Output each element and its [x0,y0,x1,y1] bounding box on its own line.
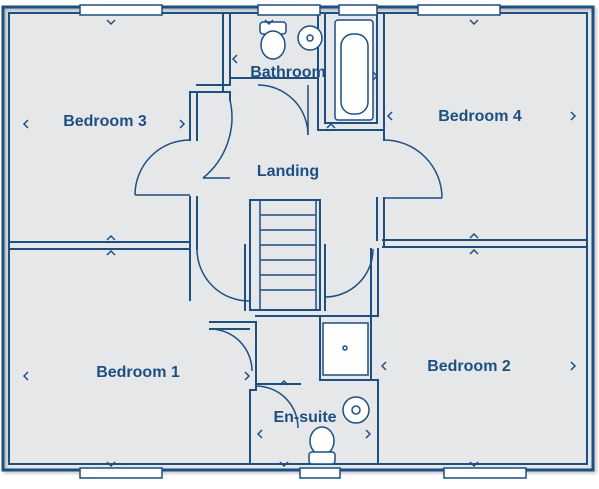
room-labels: Bedroom 3 Bathroom Bedroom 4 Landing Bed… [63,64,522,426]
label-landing: Landing [257,163,319,180]
door-swing-icon [134,139,191,196]
chevron-icon [326,122,336,129]
toilet-icon [259,21,287,60]
door-swing-icon [257,84,309,136]
chevron-icon [22,119,29,129]
chevron-icon [22,371,29,381]
chevron-icon [244,371,251,381]
wall-bedroom3-bedroom1 [8,241,191,250]
chevron-icon [365,429,372,439]
window-icon [79,467,163,479]
en-suite-fixtures [308,322,370,465]
chevron-icon [106,249,116,256]
door-swings [134,84,443,429]
dimension-markers [22,19,577,468]
chevron-icon [469,232,479,239]
staircase-icon [250,199,317,311]
floor-area [3,7,593,470]
chevron-icon [469,19,479,26]
chevron-icon [380,361,387,371]
bathroom-fixtures [259,19,374,121]
window-icon [299,467,341,479]
chevron-icon [279,461,289,468]
windows [79,4,527,479]
door-swing-icon [202,99,233,179]
chevron-icon [106,461,116,468]
en-suite-walls [189,248,379,465]
label-bedroom-2: Bedroom 2 [427,358,511,375]
chevron-icon [231,54,238,64]
label-en-suite: En-suite [273,409,336,426]
label-bedroom-4: Bedroom 4 [438,108,522,125]
wall-bedroom4-bedroom2 [382,239,588,248]
toilet-icon [308,426,336,465]
window-icon [338,4,378,16]
window-icon [79,4,163,16]
door-swing-icon [324,248,374,298]
wall-bedroom4-landing [376,129,385,248]
chevron-icon [469,461,479,468]
chevron-icon [106,234,116,241]
bathroom-walls [229,12,385,131]
chevron-icon [570,361,577,371]
window-icon [257,4,321,16]
chevron-icon [469,248,479,255]
chevron-icon [279,379,289,386]
chevron-icon [264,19,274,26]
door-swing-icon [383,139,443,199]
label-bedroom-1: Bedroom 1 [96,364,180,381]
basin-icon [297,25,323,51]
landing-cupboard [196,91,231,141]
chevron-icon [179,119,186,129]
chevron-icon [256,429,263,439]
door-swing-icon [209,328,253,372]
door-swing-icon [255,385,299,429]
label-bedroom-3: Bedroom 3 [63,113,147,130]
chevron-icon [106,19,116,26]
window-icon [443,467,527,479]
window-icon [417,4,501,16]
basin-icon [342,396,370,424]
chevron-icon [570,111,577,121]
chevron-icon [372,71,379,81]
shower-tray-icon [322,322,369,376]
door-swing-icon [196,248,250,302]
label-bathroom: Bathroom [250,64,326,81]
chevron-icon [386,111,393,121]
bathtub-icon [334,19,374,121]
